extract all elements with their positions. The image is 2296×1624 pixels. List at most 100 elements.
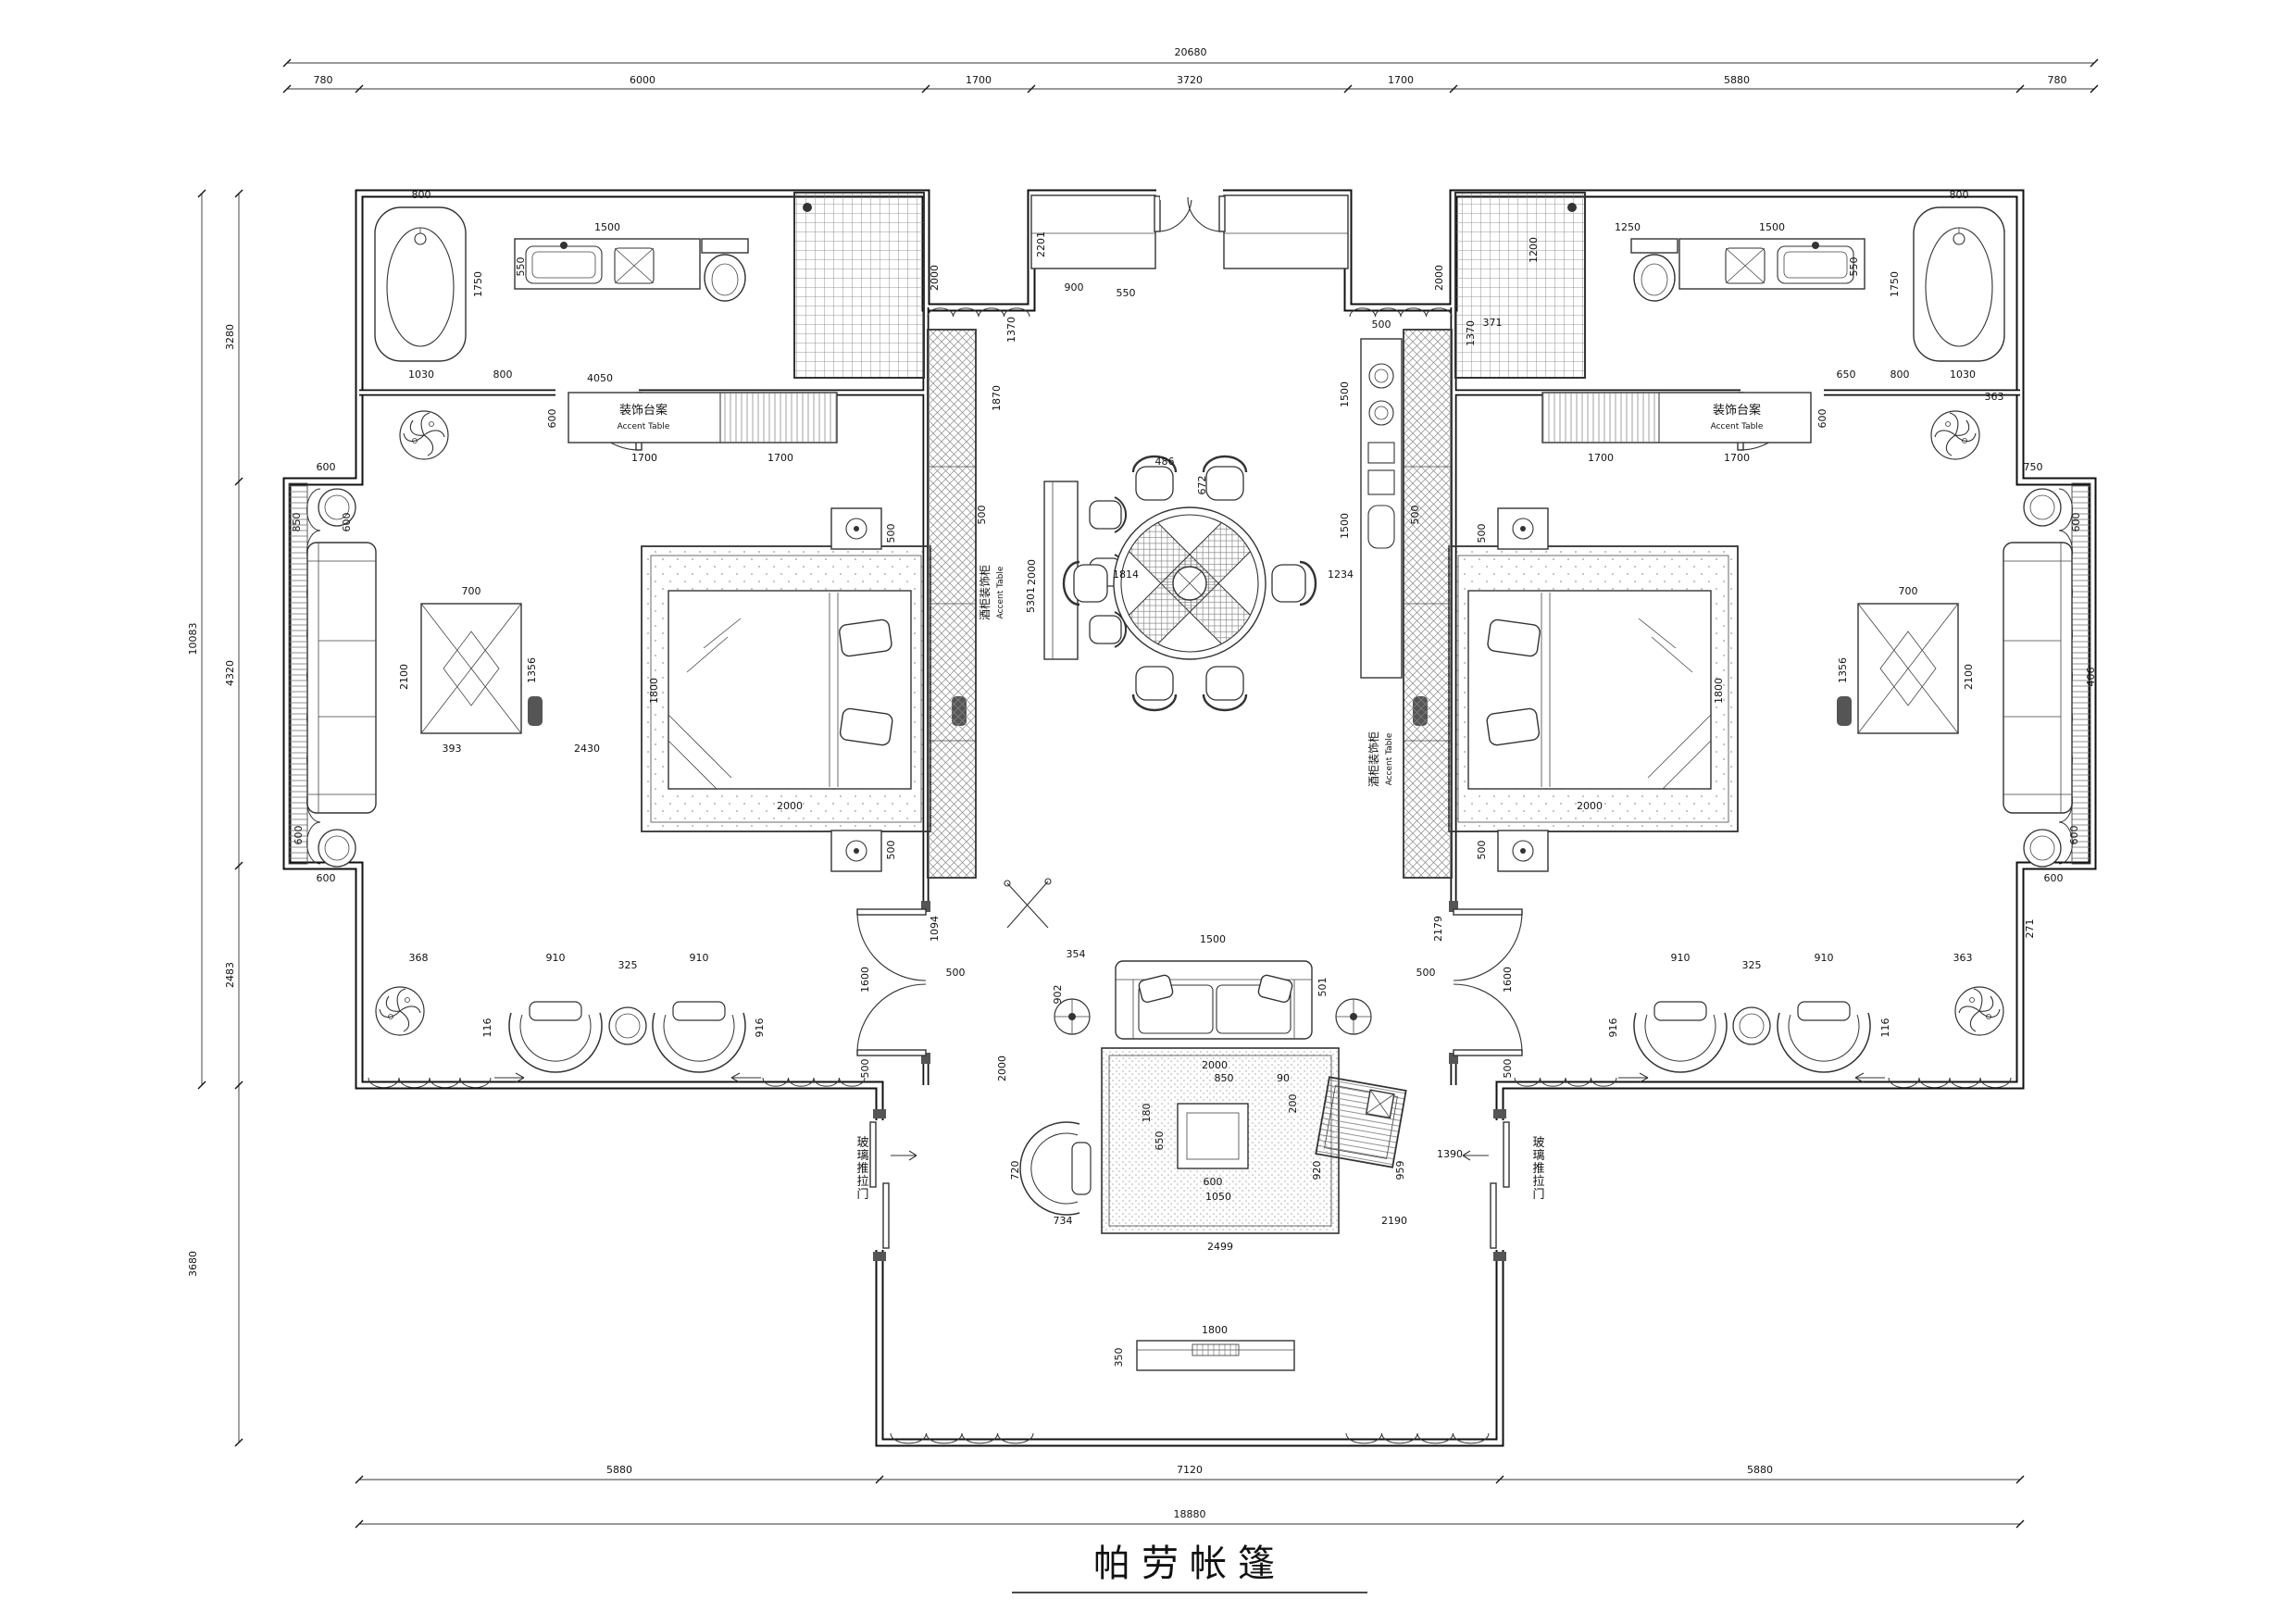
dimension-label: 1750 xyxy=(1889,271,1901,297)
decor-rug xyxy=(420,603,522,734)
dimension-label: 371 xyxy=(1483,317,1503,329)
dimension-label: 20680 xyxy=(1175,46,1207,58)
dimension-label: 800 xyxy=(412,189,431,201)
decor-icon xyxy=(528,696,543,726)
dimension-label: 1700 xyxy=(767,452,793,464)
dimension-label: 1600 xyxy=(1502,967,1514,993)
dimension-label: 5880 xyxy=(1724,74,1750,86)
dimension-label: 1814 xyxy=(1113,568,1139,581)
dimension-label: 354 xyxy=(1067,948,1086,960)
dimension-label: 500 xyxy=(885,841,897,860)
dining-chair xyxy=(1270,560,1317,606)
wine-cabinet-label-en: Accent Table xyxy=(1385,732,1394,785)
dimension-label: 325 xyxy=(1742,959,1762,971)
dimension-label: 2000 xyxy=(1202,1059,1228,1071)
dimension-label: 5301 xyxy=(1025,587,1037,613)
floor-lamp xyxy=(1335,998,1372,1035)
coffee-table xyxy=(1177,1103,1249,1169)
dimension-label: 700 xyxy=(462,585,481,597)
dimension-label: 800 xyxy=(1890,369,1910,381)
side-table xyxy=(318,829,356,868)
text-labels: 装饰台案 Accent Table 装饰台案 Accent Table 酒柜装饰… xyxy=(618,404,1764,1593)
dimension-label: 200 xyxy=(1287,1094,1299,1114)
dimension-label: 6000 xyxy=(630,74,655,86)
left-suite xyxy=(288,187,1219,1444)
dimension-label: 1200 xyxy=(1528,237,1540,263)
dimension-label: 2000 xyxy=(1026,559,1038,585)
tub-chair xyxy=(652,1001,746,1073)
dimension-label: 910 xyxy=(1671,952,1691,964)
dimension-label: 600 xyxy=(317,872,336,884)
decor-branch-icon xyxy=(1004,878,1052,929)
dimension-label: 550 xyxy=(1117,287,1136,299)
dimension-label: 1800 xyxy=(648,678,660,704)
bay-sofa xyxy=(306,542,377,814)
vanity xyxy=(514,238,701,290)
dimension-label: 2499 xyxy=(1207,1241,1233,1253)
nightstand xyxy=(830,507,882,550)
shower xyxy=(793,192,925,379)
bathtub xyxy=(374,206,467,362)
dimension-label: 1700 xyxy=(1724,452,1750,464)
accent-table-label-cn: 装饰台案 xyxy=(619,404,668,418)
dimension-label: 916 xyxy=(1607,1018,1619,1038)
wine-cabinet-label-cn: 酒柜装饰柜 xyxy=(979,565,992,620)
tub-chair xyxy=(508,1001,603,1073)
exterior-walls xyxy=(282,189,2097,1447)
side-table xyxy=(608,1006,647,1045)
dimension-label: 500 xyxy=(1416,967,1436,979)
dimension-label: 2000 xyxy=(777,800,803,812)
dimension-label: 2100 xyxy=(398,664,410,690)
dimension-label: 2483 xyxy=(224,962,236,988)
dimension-label: 600 xyxy=(1204,1176,1223,1188)
bottom-console xyxy=(1136,1340,1295,1371)
dimension-label: 500 xyxy=(976,506,988,525)
dimension-label: 850 xyxy=(1215,1072,1234,1084)
dimension-label: 2000 xyxy=(929,265,941,291)
entry-closet xyxy=(1030,194,1156,269)
toilet xyxy=(701,238,749,302)
dimension-label: 600 xyxy=(2070,513,2082,532)
dimension-label: 1250 xyxy=(1615,221,1641,233)
dimension-label: 1500 xyxy=(594,221,620,233)
dimension-label: 2179 xyxy=(1432,916,1444,942)
dimension-label: 2430 xyxy=(574,743,600,755)
wing-double-door xyxy=(856,901,930,1064)
dimension-label: 600 xyxy=(317,461,336,473)
dimension-label: 350 xyxy=(1113,1348,1125,1368)
dimension-label: 7120 xyxy=(1177,1464,1203,1476)
dimension-label: 1370 xyxy=(1465,320,1477,346)
accent-console xyxy=(568,392,838,443)
dimension-label: 916 xyxy=(754,1018,766,1038)
drawing-title: 帕劳帐篷 xyxy=(1093,1543,1286,1585)
dimension-label: 1600 xyxy=(859,967,871,993)
dimension-label: 920 xyxy=(1311,1161,1323,1181)
dimension-label: 325 xyxy=(618,959,638,971)
dimension-label: 902 xyxy=(1052,985,1064,1005)
dimension-label: 600 xyxy=(546,409,558,429)
dimension-label: 363 xyxy=(1985,391,2004,403)
dimension-label: 1700 xyxy=(631,452,657,464)
nightstand xyxy=(830,830,882,872)
bar-counter-left xyxy=(1043,481,1079,660)
dimension-label: 1700 xyxy=(1588,452,1614,464)
dimension-label: 1870 xyxy=(991,385,1003,411)
dimension-label: 1700 xyxy=(966,74,992,86)
dimension-label: 1234 xyxy=(1328,568,1354,581)
dimension-label: 500 xyxy=(859,1059,871,1079)
dimension-label: 550 xyxy=(515,257,527,277)
dimension-label: 800 xyxy=(1950,189,1969,201)
dimension-label: 500 xyxy=(1476,841,1488,860)
dimension-label: 90 xyxy=(1277,1072,1290,1084)
dimension-label: 1030 xyxy=(1950,369,1976,381)
dimension-label: 1800 xyxy=(1713,678,1725,704)
dimension-label: 500 xyxy=(946,967,966,979)
dimension-label: 1030 xyxy=(408,369,434,381)
stove xyxy=(1315,1076,1407,1168)
dimension-lines xyxy=(197,58,2099,1529)
dimension-label: 116 xyxy=(1879,1018,1891,1038)
accent-table-label-en: Accent Table xyxy=(618,422,670,431)
dimension-label: 2100 xyxy=(1963,664,1975,690)
dimension-label: 600 xyxy=(2068,826,2080,845)
dimension-label: 116 xyxy=(481,1018,493,1038)
